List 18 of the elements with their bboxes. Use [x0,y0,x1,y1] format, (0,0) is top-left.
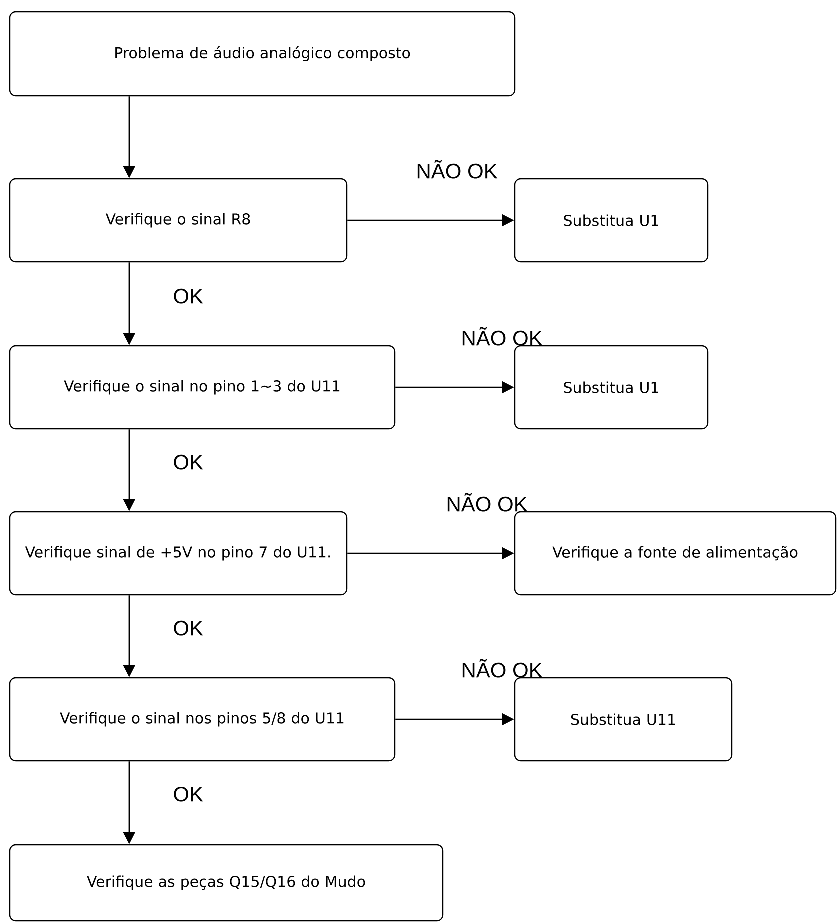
edge-label: OK [174,288,204,304]
edge-label: OK [174,454,204,470]
edge-label: NÃO OK [462,327,543,346]
process-box: Verifique o sinal no pino 1~3 do U11 [9,345,396,430]
process-box: Substitua U1 [514,178,709,263]
process-box: Verifique a fonte de alimentação [514,511,837,596]
edge-label: NÃO OK [462,659,543,678]
process-box: Verifique o sinal R8 [9,178,348,263]
process-box: Substitua U11 [514,677,733,762]
process-box: Verifique as peças Q15/Q16 do Mudo [9,844,444,922]
process-box: Verifique sinal de +5V no pino 7 do U11. [9,511,348,596]
edge-label: NÃO OK [448,493,528,512]
edge-label: OK [174,620,204,636]
edge-label: NÃO OK [418,160,498,179]
process-box: Problema de áudio analógico composto [9,11,516,97]
edge-label: OK [174,786,204,802]
process-box: Substitua U1 [514,345,709,430]
process-box: Verifique o sinal nos pinos 5/8 do U11 [9,677,396,762]
